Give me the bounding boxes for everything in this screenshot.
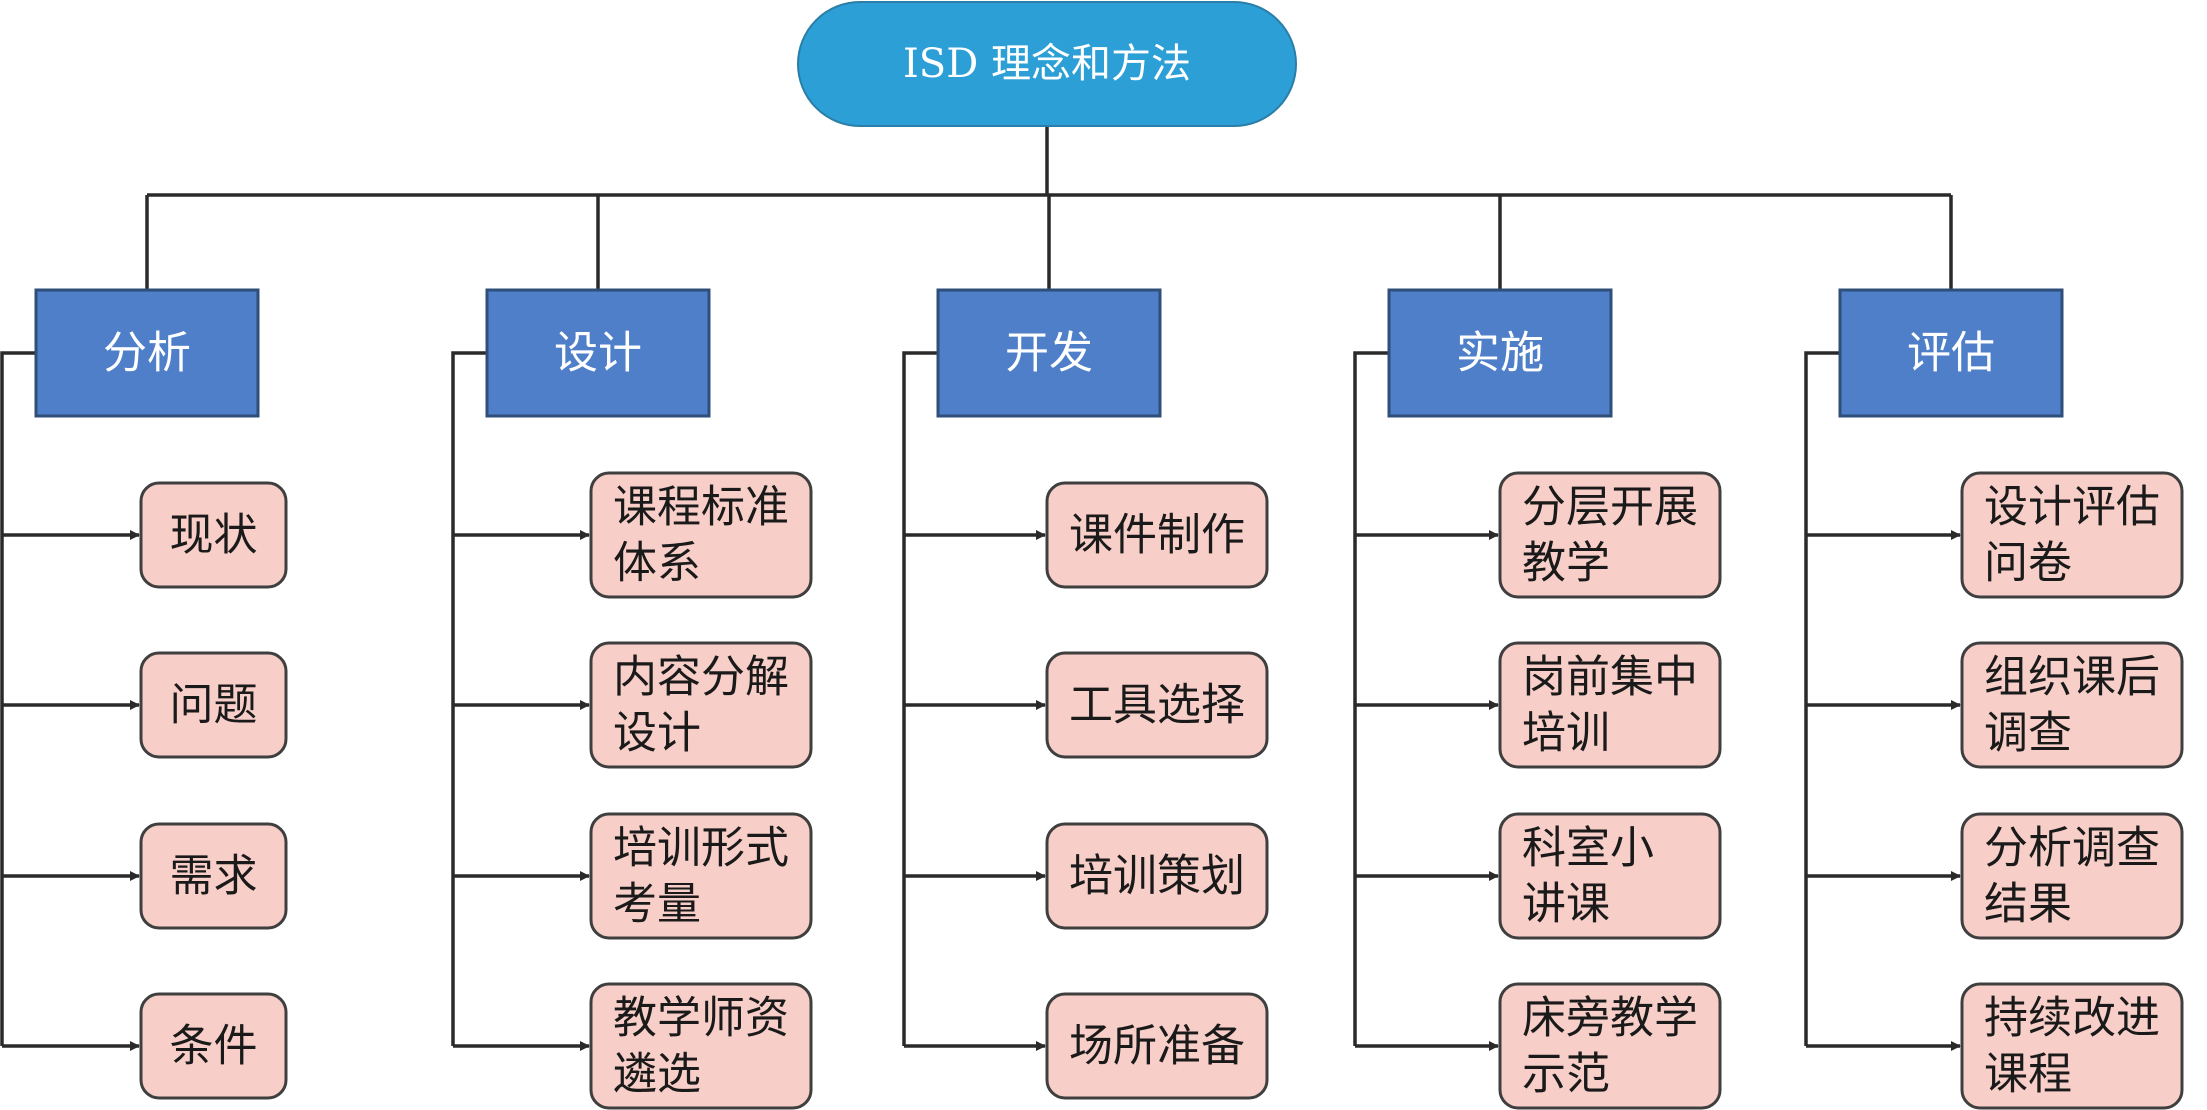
item-label: 问题 — [170, 680, 258, 731]
item-box — [1960, 812, 2184, 940]
category-box — [34, 288, 260, 418]
item-box — [1498, 982, 1722, 1110]
item-node: 场所准备 — [1045, 992, 1269, 1100]
category-box — [1387, 288, 1613, 418]
category-label: 开发 — [1005, 328, 1093, 379]
item-node: 条件 — [139, 992, 288, 1100]
category-label: 分析 — [103, 328, 191, 379]
item-label: 现状 — [170, 510, 258, 561]
item-label-line: 分析调查 — [1984, 823, 2160, 874]
root-ellipse — [797, 1, 1297, 127]
category-box — [485, 288, 711, 418]
item-box — [1498, 641, 1722, 769]
category-box — [936, 288, 1162, 418]
item-label: 条件 — [170, 1021, 258, 1072]
item-node: 需求 — [139, 822, 288, 930]
category-spine-line — [0, 351, 36, 1046]
connector-lines — [0, 126, 1961, 1051]
category-spine-line — [902, 351, 938, 1046]
item-box — [1045, 822, 1269, 930]
item-label-line: 体系 — [613, 538, 701, 589]
item-label-line: 讲课 — [1522, 879, 1610, 930]
item-label-line: 设计评估 — [1984, 482, 2160, 533]
item-box — [589, 471, 813, 599]
category-label: 评估 — [1907, 328, 1995, 379]
item-label-line: 结果 — [1984, 879, 2072, 930]
item-label: 培训策划 — [1069, 851, 1245, 902]
item-label-line: 考量 — [613, 879, 701, 930]
root-label: ISD 理念和方法 — [903, 41, 1191, 87]
category-label: 实施 — [1456, 328, 1544, 379]
item-box — [589, 812, 813, 940]
item-label: 需求 — [170, 851, 258, 902]
item-node: 问题 — [139, 651, 288, 759]
item-box — [1045, 992, 1269, 1100]
item-label-line: 教学师资 — [613, 993, 789, 1044]
item-label: 工具选择 — [1069, 680, 1245, 731]
item-label-line: 组织课后 — [1984, 652, 2160, 703]
item-box — [139, 481, 288, 589]
item-box — [1960, 641, 2184, 769]
item-box — [589, 641, 813, 769]
category-spine-line — [451, 351, 487, 1046]
item-node: 工具选择 — [1045, 651, 1269, 759]
item-box — [139, 822, 288, 930]
item-label-line: 培训 — [1522, 708, 1610, 759]
root-node: ISD 理念和方法 — [797, 1, 1297, 127]
item-node: 课件制作 — [1045, 481, 1269, 589]
item-label-line: 床旁教学 — [1522, 993, 1698, 1044]
item-label-line: 科室小 — [1522, 823, 1654, 874]
item-label-line: 持续改进 — [1984, 993, 2160, 1044]
category-spine-line — [1353, 351, 1389, 1046]
category-spine-line — [1804, 351, 1840, 1046]
item-label-line: 课程 — [1984, 1049, 2072, 1100]
item-label-line: 设计 — [613, 708, 701, 759]
item-node: 现状 — [139, 481, 288, 589]
item-label-line: 课程标准 — [613, 482, 789, 533]
item-box — [139, 992, 288, 1100]
item-box — [1498, 812, 1722, 940]
item-label: 课件制作 — [1069, 510, 1245, 561]
item-label-line: 调查 — [1984, 708, 2072, 759]
item-label-line: 分层开展 — [1522, 482, 1698, 533]
item-label-line: 遴选 — [613, 1049, 701, 1100]
item-label-line: 内容分解 — [613, 652, 789, 703]
item-box — [589, 982, 813, 1110]
category-columns: 分析现状问题需求条件设计课程标准体系内容分解设计培训形式考量教学师资遴选开发课件… — [34, 288, 2184, 1110]
item-label-line: 问卷 — [1984, 538, 2072, 589]
item-box — [1960, 471, 2184, 599]
item-box — [1498, 471, 1722, 599]
category-label: 设计 — [554, 328, 642, 379]
item-box — [139, 651, 288, 759]
item-box — [1960, 982, 2184, 1110]
item-node: 培训策划 — [1045, 822, 1269, 930]
item-label-line: 教学 — [1522, 538, 1610, 589]
category-box — [1838, 288, 2064, 418]
item-box — [1045, 651, 1269, 759]
item-label-line: 岗前集中 — [1522, 652, 1698, 703]
item-box — [1045, 481, 1269, 589]
item-label-line: 示范 — [1522, 1049, 1610, 1100]
item-label-line: 培训形式 — [613, 823, 789, 874]
item-label: 场所准备 — [1069, 1021, 1245, 1072]
